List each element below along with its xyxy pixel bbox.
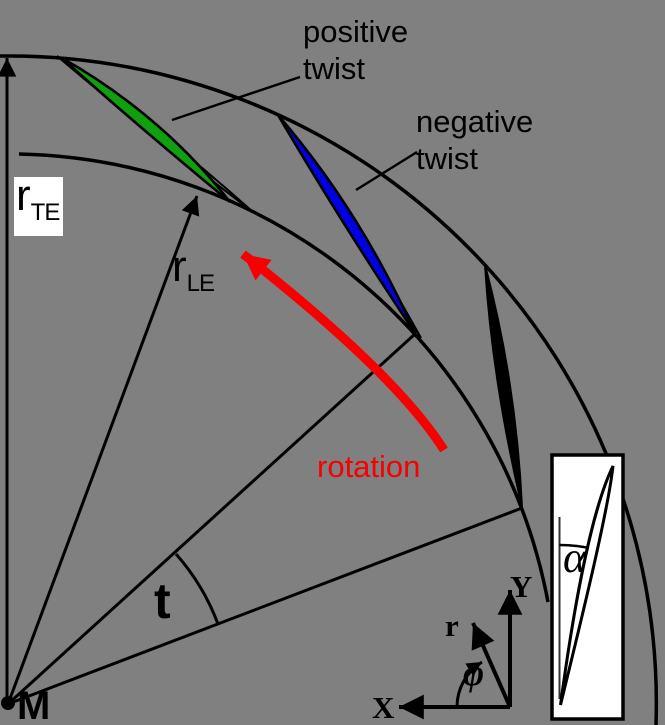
r-axis-label: r: [445, 608, 459, 643]
x-axis-label: X: [372, 690, 395, 725]
rotation-arrow: [240, 250, 448, 453]
y-axis-label: Y: [510, 569, 533, 604]
positive-twist-label: positive twist: [303, 14, 409, 86]
positive-twist-leader-line: [171, 75, 301, 122]
center-point-dot: [1, 696, 15, 710]
pitch-angle-label: t: [154, 573, 171, 629]
phi-angle-arc: [455, 660, 483, 708]
rotation-label: rotation: [317, 449, 421, 484]
stagger-angle-label: α: [563, 533, 587, 582]
phi-angle-label: φ: [463, 653, 485, 693]
negative-twist-leader-line: [355, 150, 418, 192]
t-angle-arc: [174, 553, 220, 625]
inset-blade-profile: [559, 465, 615, 706]
negative-twist-blade: [276, 114, 417, 334]
te-radius-label: rTE: [14, 174, 64, 236]
radial-line-to-reference-blade: [7, 506, 523, 706]
le-radius-label: rLE: [172, 245, 215, 301]
positive-twist-blade: [61, 56, 232, 204]
radial-line-to-negative-blade: [6, 332, 417, 706]
reference-blade: [484, 264, 523, 508]
te-radius-symbol: r: [16, 171, 31, 220]
r-axis-arrow: [471, 622, 512, 708]
center-point-label: M: [17, 684, 51, 725]
te-radius-arc: [0, 54, 659, 725]
coordinate-system: [399, 590, 523, 720]
le-radius-subscript: LE: [186, 270, 215, 297]
stagger-angle-inset: [550, 453, 625, 721]
le-radius-arc: [18, 152, 550, 603]
te-radius-subscript: TE: [30, 199, 61, 226]
le-radius-arrow: [6, 195, 200, 705]
le-radius-symbol: r: [172, 242, 187, 291]
negative-twist-label: negative twist: [416, 104, 534, 176]
